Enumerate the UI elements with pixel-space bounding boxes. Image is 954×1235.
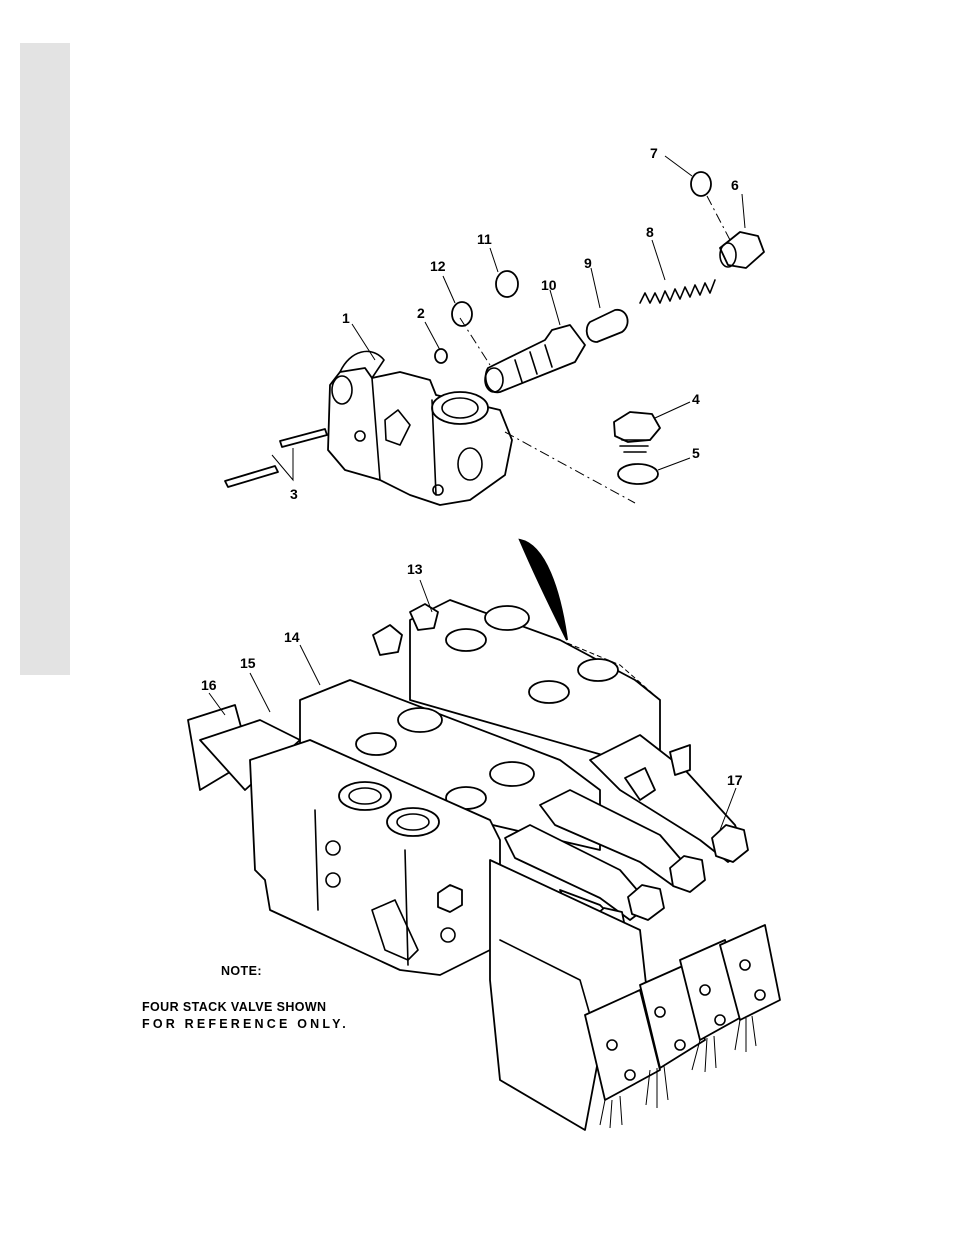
o-ring-part-5 [618,464,658,484]
callout-6: 6 [731,177,739,193]
relief-cartridge-part-10 [485,325,585,392]
callout-9: 9 [584,255,592,271]
callout-4: 4 [692,391,700,407]
note-text-line-1: FOUR STACK VALVE SHOWN [142,1000,327,1014]
callout-5: 5 [692,445,700,461]
spring-part-8 [640,280,715,303]
callout-3: 3 [290,486,298,502]
detail-pointer-arrow [520,540,567,640]
plug-part-4 [614,412,660,452]
stack-valve-assembly [188,600,780,1130]
note-heading: NOTE: [221,964,262,978]
callout-8: 8 [646,224,654,240]
callout-15: 15 [240,655,256,671]
callout-10: 10 [541,277,557,293]
poppet-part-9 [587,310,628,342]
callout-13: 13 [407,561,423,577]
callout-7: 7 [650,145,658,161]
o-ring-part-11 [496,271,518,297]
stud-parts-3 [225,429,327,487]
callout-14: 14 [284,629,300,645]
callout-11: 11 [477,231,492,247]
o-ring-part-12 [452,302,472,326]
valve-section-body [328,351,512,505]
callout-17: 17 [727,772,743,788]
note-text-line-2: FOR REFERENCE ONLY. [142,1017,349,1031]
callout-12: 12 [430,258,446,274]
callout-1: 1 [342,310,350,326]
pin-part-2 [435,349,447,363]
o-ring-part-7 [691,172,711,196]
adjuster-plug-part-6 [720,232,764,268]
callout-16: 16 [201,677,217,693]
callout-2: 2 [417,305,425,321]
